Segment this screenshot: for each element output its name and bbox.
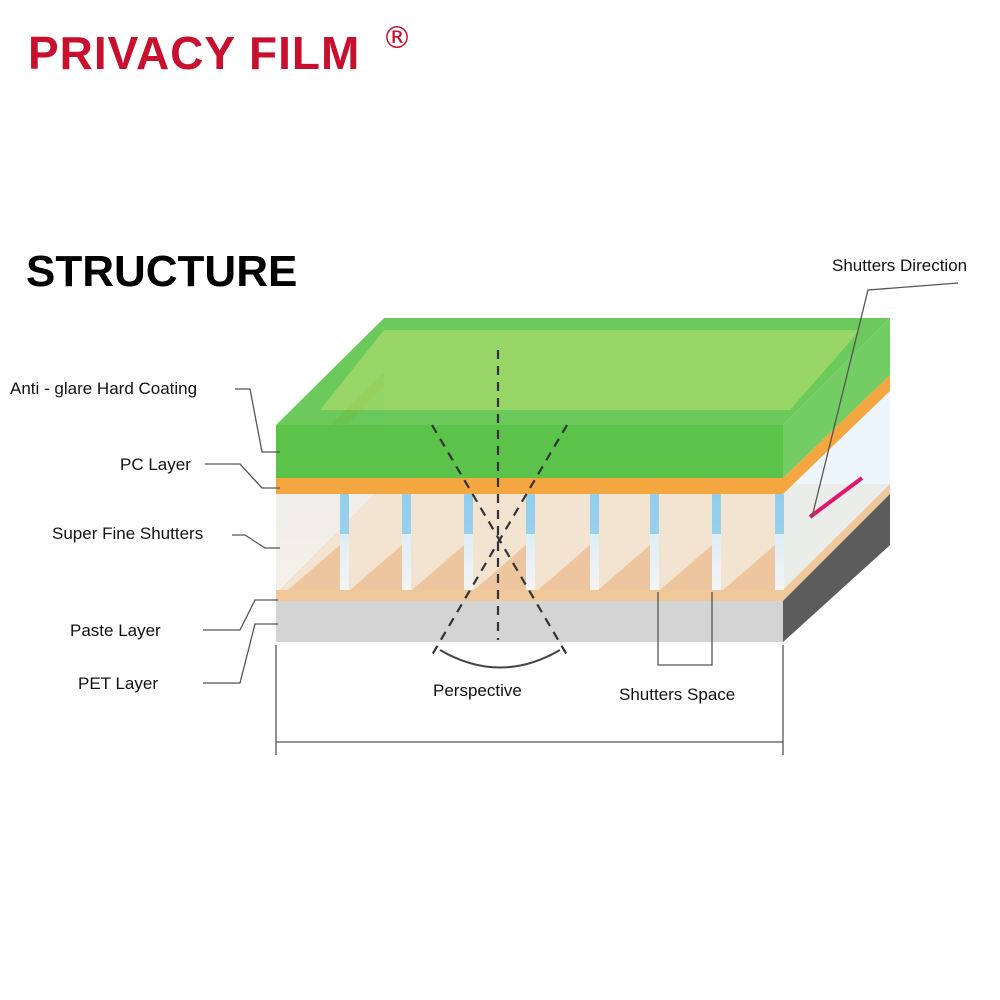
shutter-slat-top [340,494,349,534]
label-anti-glare-coating: Anti - glare Hard Coating [10,379,198,398]
shutter-slat [402,494,411,590]
shutter-slats [288,494,784,590]
shutter-slat [712,494,721,590]
shutter-shadow [538,545,590,590]
label-paste-layer: Paste Layer [70,621,161,640]
pet-layer [276,490,890,642]
anti-glare-layer [276,318,890,478]
label-perspective: Perspective [433,681,522,700]
shutter-slat [650,494,659,590]
shutter-slat-top [402,494,411,534]
shutter-shadow [412,545,464,590]
registered-mark: ® [382,21,412,56]
label-pet-layer: PET Layer [78,674,159,693]
shutter-shadow [474,545,526,590]
shutter-slat-top [526,494,535,534]
label-shutters-direction: Shutters Direction [832,256,968,275]
label-super-fine-shutters: Super Fine Shutters [52,524,204,543]
shutter-slat [464,494,473,590]
perspective-arc [439,649,561,669]
shutter-shadow [598,545,650,590]
shutter-shadow [350,545,402,590]
shutter-slat-top [712,494,721,534]
shutter-slat [340,494,349,590]
label-shutters-space: Shutters Space [619,685,736,704]
shutter-shadow [723,545,775,590]
shutters-direction-mark [808,476,864,519]
section-title: STRUCTURE [26,247,298,296]
label-pc-layer: PC Layer [120,455,191,474]
perspective-lines [431,350,568,656]
shutter-shadow [288,545,340,590]
shutter-slat-top [590,494,599,534]
shutter-slat-top [775,494,784,534]
shutter-slat [590,494,599,590]
shutter-slat-top [464,494,473,534]
shutter-slat [775,494,784,590]
width-dimension-line [275,645,784,755]
leader-lines [203,282,959,684]
shutter-shadow [660,545,712,590]
brand-title: PRIVACY FILM [28,27,361,79]
shutter-slat-top [650,494,659,534]
shutter-slat [526,494,535,590]
